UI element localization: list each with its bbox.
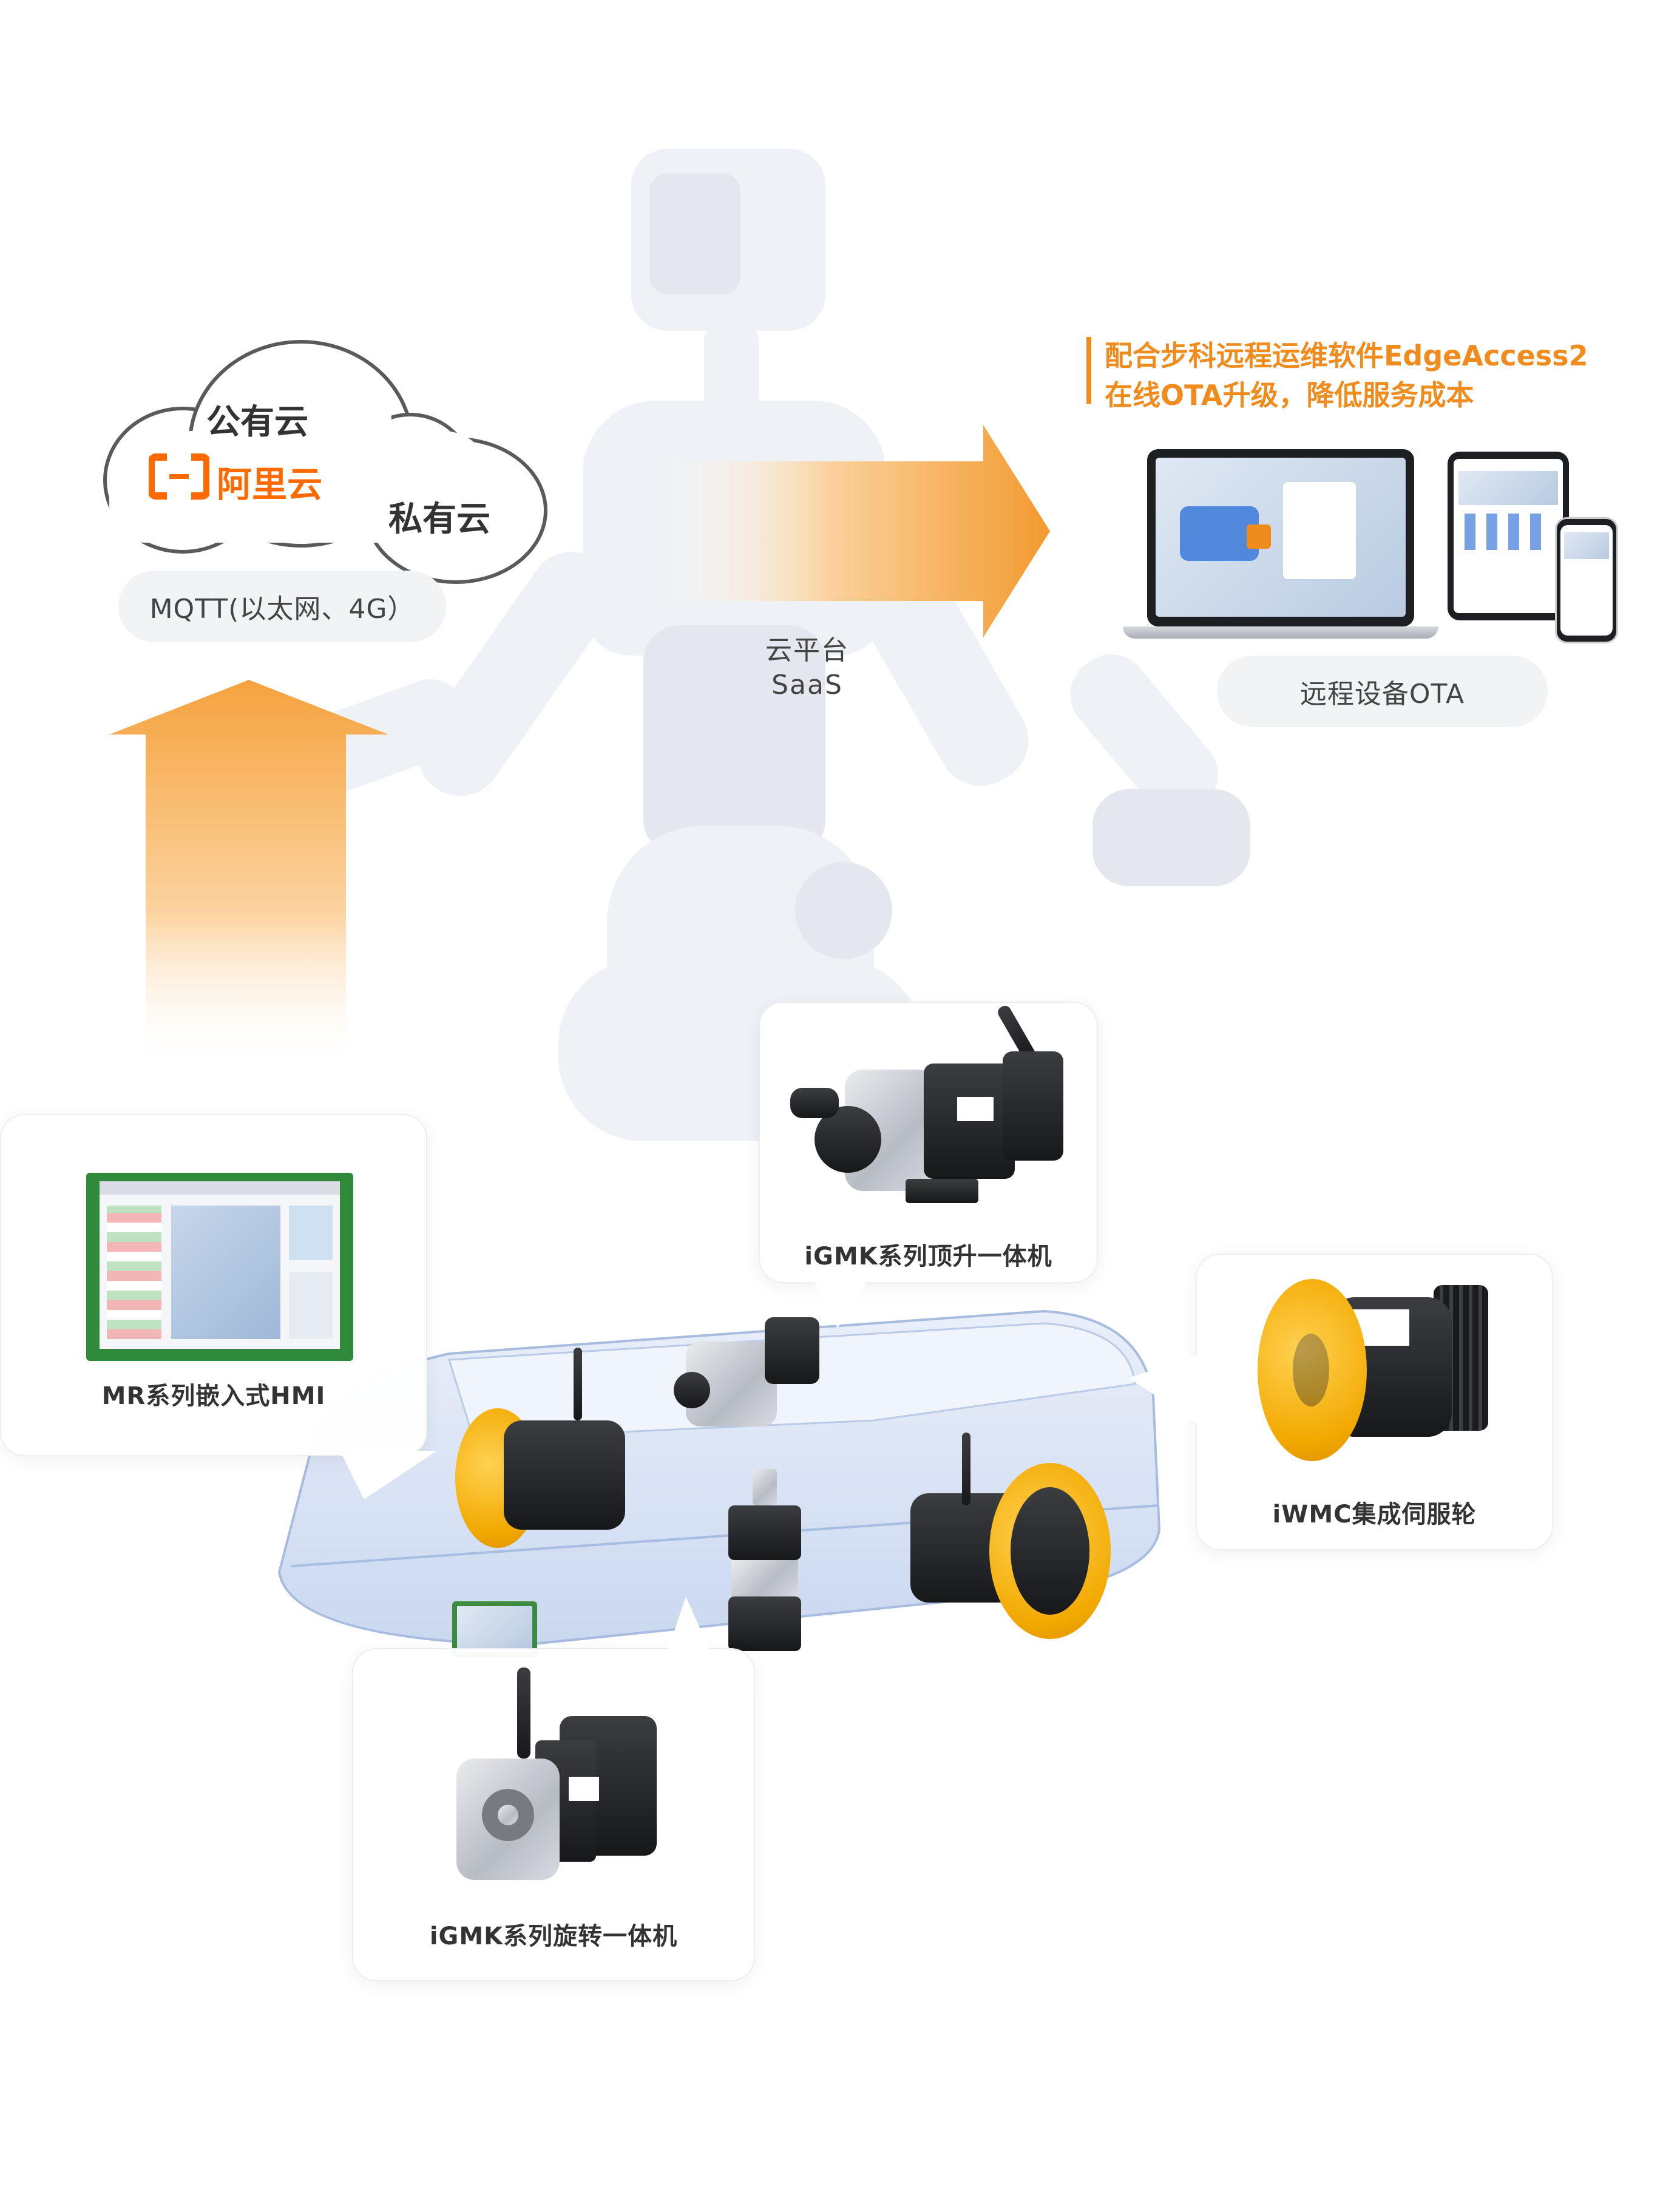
- mr-hmi-label: MR系列嵌入式HMI: [101, 1382, 326, 1410]
- iwmc-pointer: [1129, 1354, 1202, 1427]
- device-group: [1111, 449, 1627, 650]
- agv-lift-motor: [674, 1311, 819, 1439]
- product-card-igmk-rotation: iGMK系列旋转一体机: [352, 1648, 755, 1981]
- igmk-rotation-label: iGMK系列旋转一体机: [429, 1922, 678, 1950]
- igmk-lift-pointer: [813, 1280, 868, 1328]
- edgeaccess-accent-bar: [1086, 337, 1091, 404]
- laptop-device: [1147, 449, 1414, 626]
- agv-right-wheel: [910, 1433, 1111, 1639]
- cloud-platform-line1: 云平台: [765, 635, 849, 666]
- igmk-lift-motor-image: [784, 1003, 1075, 1215]
- ota-pill: 远程设备OTA: [1217, 656, 1548, 727]
- igmk-rotation-motor-image: [444, 1667, 663, 1892]
- aliyun-logo-text: 阿里云: [217, 464, 323, 505]
- aliyun-mark-icon: [149, 453, 209, 500]
- igmk-lift-label: iGMK系列顶升一体机: [804, 1243, 1052, 1271]
- agv-hmi-screen: [452, 1601, 537, 1657]
- igmk-rotation-pointer: [668, 1596, 710, 1651]
- agv-rotation-motor: [722, 1469, 807, 1651]
- cloud-group: [103, 328, 547, 584]
- rightward-arrow-icon: [655, 425, 1050, 637]
- aliyun-logo: 阿里云: [149, 452, 325, 505]
- upward-arrow-icon: [109, 680, 388, 1068]
- cloud-platform-line2: SaaS: [771, 670, 843, 701]
- mr-hmi-pointer: [340, 1451, 437, 1499]
- robot-silhouette: [212, 149, 1250, 1141]
- agv-left-wheel: [455, 1348, 637, 1554]
- laptop-base: [1123, 626, 1438, 639]
- product-card-iwmc: iWMC集成伺服轮: [1196, 1254, 1553, 1550]
- mqtt-pill: MQTT(以太网、4G）: [118, 571, 446, 642]
- cloud-platform-label: 云平台 SaaS: [747, 628, 868, 701]
- iwmc-wheel-image: [1258, 1279, 1500, 1473]
- private-cloud-label: 私有云: [388, 500, 490, 539]
- product-card-igmk-lift: iGMK系列顶升一体机: [759, 1002, 1098, 1283]
- product-card-mr-hmi: MR系列嵌入式HMI: [0, 1114, 427, 1456]
- tablet-device: [1448, 452, 1569, 620]
- iwmc-label: iWMC集成伺服轮: [1272, 1501, 1477, 1528]
- public-cloud-label: 公有云: [206, 402, 308, 442]
- phone-device: [1555, 517, 1618, 643]
- mr-hmi-image: [86, 1173, 353, 1361]
- edgeaccess-line2: 在线OTA升级，降低服务成本: [1105, 379, 1474, 412]
- edgeaccess-line1: 配合步科远程运维软件EdgeAccess2: [1105, 339, 1588, 372]
